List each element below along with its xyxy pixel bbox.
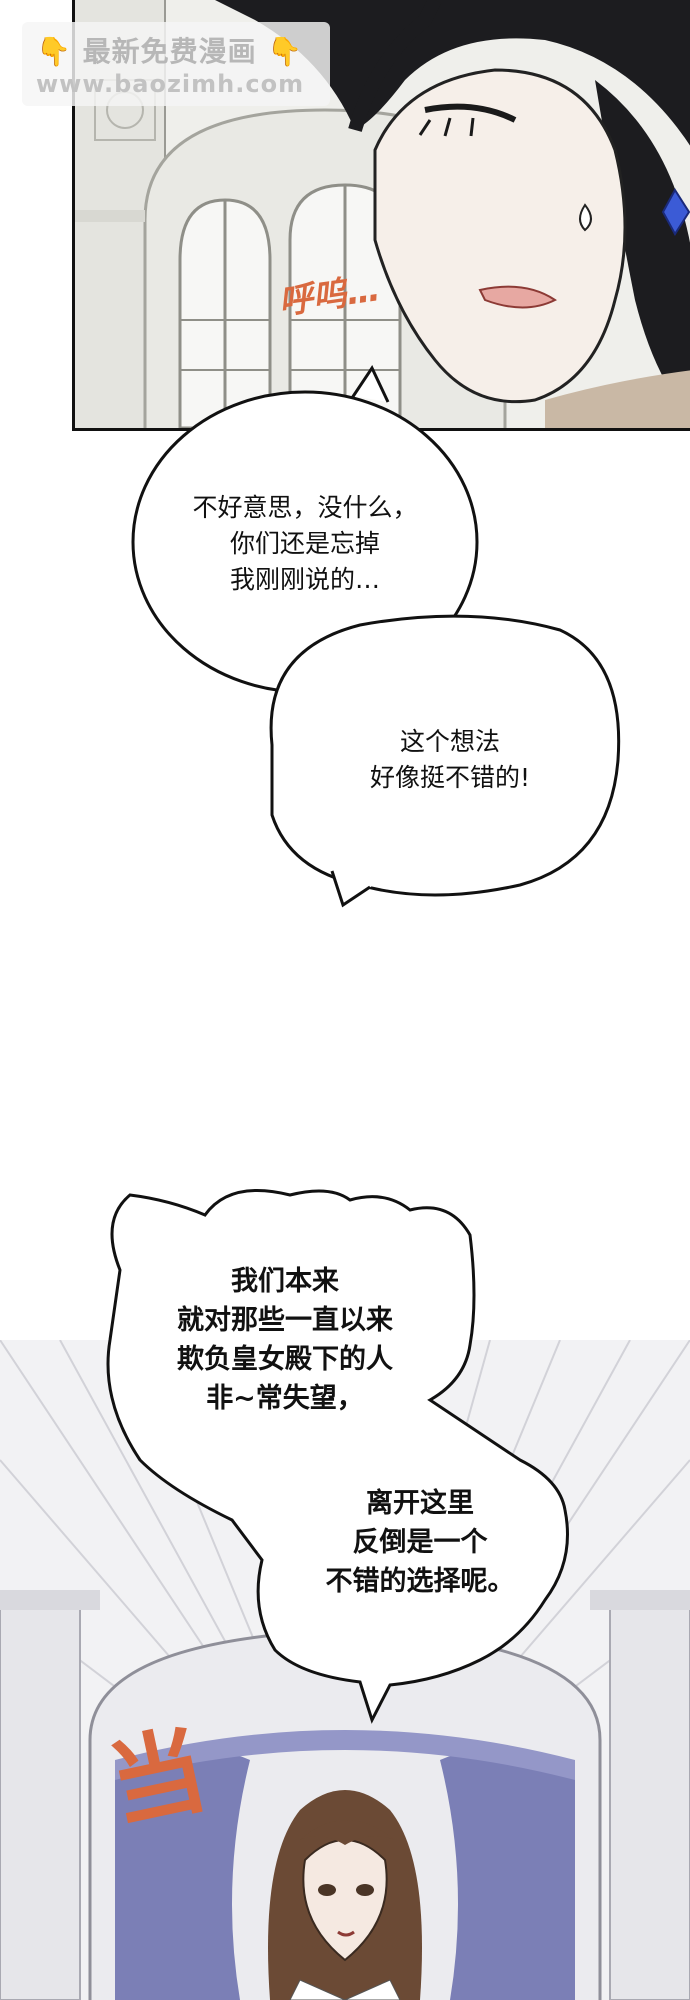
pointing-hand-icon: 👇: [267, 35, 304, 68]
apology-bubble-text: 不好意思，没什么， 你们还是忘掉 我刚刚说的…: [192, 493, 418, 594]
watermark-title: 最新免费漫画: [82, 35, 257, 68]
top-panel-art: [75, 0, 690, 428]
watermark: 👇 最新免费漫画 👇 www.baozimh.com: [22, 22, 330, 106]
watermark-title-line: 👇 最新免费漫画 👇: [36, 30, 303, 70]
disappointed-bubble-text: 我们本来 就对那些一直以来 欺负皇女殿下的人 非~常失望，: [177, 1266, 393, 1414]
disappointed-bubble-shape: [106, 1189, 569, 1724]
top-panel: [72, 0, 690, 431]
apology-bubble-shape: [131, 364, 479, 694]
pointing-hand-icon: 👇: [36, 35, 72, 68]
agree-bubble-shape: [269, 614, 621, 908]
leave-bubble-text: 离开这里 反倒是一个 不错的选择呢。: [325, 1488, 515, 1597]
agree-bubble-text: 这个想法 好像挺不错的!: [369, 727, 531, 792]
watermark-url: www.baozimh.com: [36, 70, 305, 98]
